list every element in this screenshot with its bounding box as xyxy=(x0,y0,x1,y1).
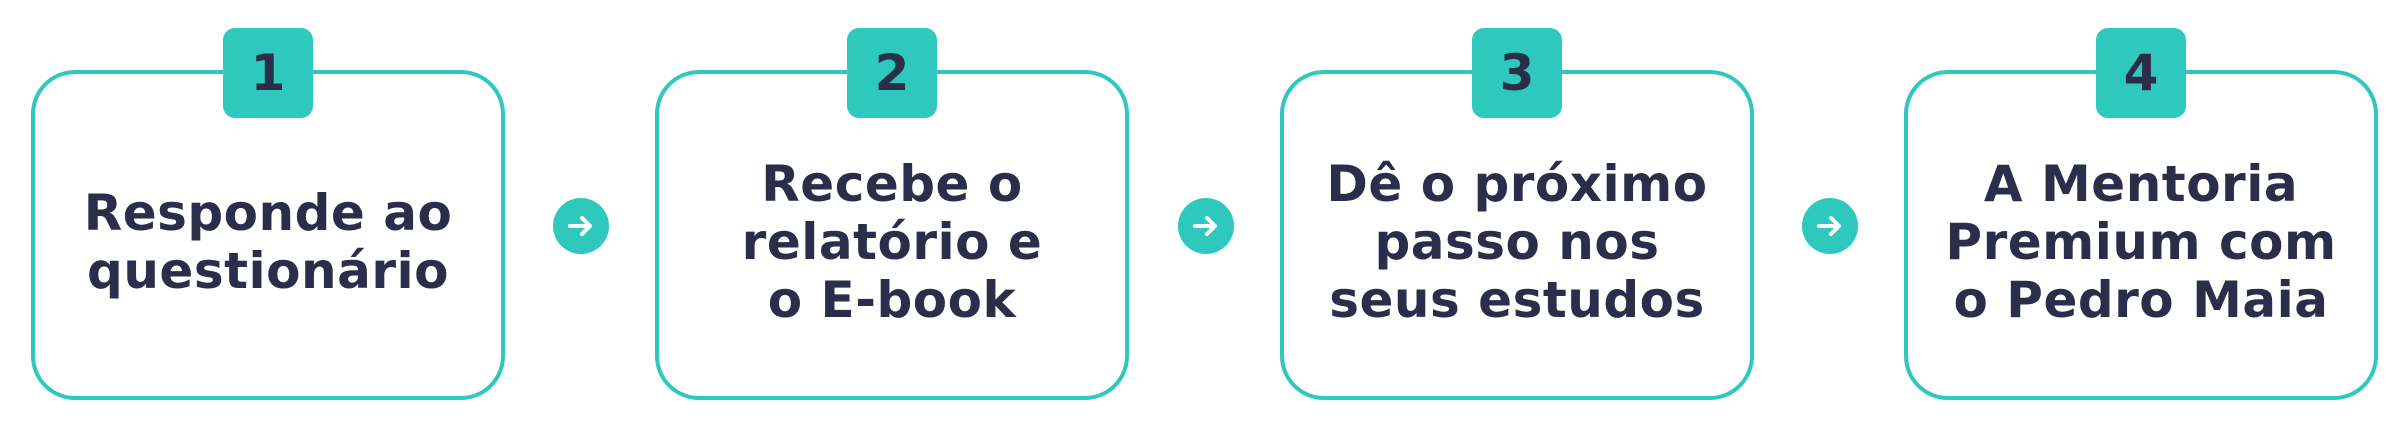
step-text: Recebe o relatório e o E-book xyxy=(741,155,1043,329)
step-card: Recebe o relatório e o E-book xyxy=(655,70,1129,400)
step-number-badge: 1 xyxy=(223,28,313,118)
step-card: A Mentoria Premium com o Pedro Maia xyxy=(1904,70,2378,400)
step-number-badge: 3 xyxy=(1472,28,1562,118)
arrow-right-icon xyxy=(1178,198,1234,254)
step-4: A Mentoria Premium com o Pedro Maia 4 xyxy=(1904,0,2384,428)
arrow-right-icon xyxy=(1802,198,1858,254)
step-text: A Mentoria Premium com o Pedro Maia xyxy=(1945,155,2337,329)
step-text: Responde ao questionário xyxy=(83,184,453,300)
step-number-badge: 2 xyxy=(847,28,937,118)
step-number-badge: 4 xyxy=(2096,28,2186,118)
step-text: Dê o próximo passo nos seus estudos xyxy=(1326,155,1708,329)
step-3: Dê o próximo passo nos seus estudos 3 xyxy=(1280,0,1760,428)
step-card: Responde ao questionário xyxy=(31,70,505,400)
arrow-right-icon xyxy=(553,198,609,254)
step-card: Dê o próximo passo nos seus estudos xyxy=(1280,70,1754,400)
step-1: Responde ao questionário 1 xyxy=(31,0,511,428)
step-2: Recebe o relatório e o E-book 2 xyxy=(655,0,1135,428)
